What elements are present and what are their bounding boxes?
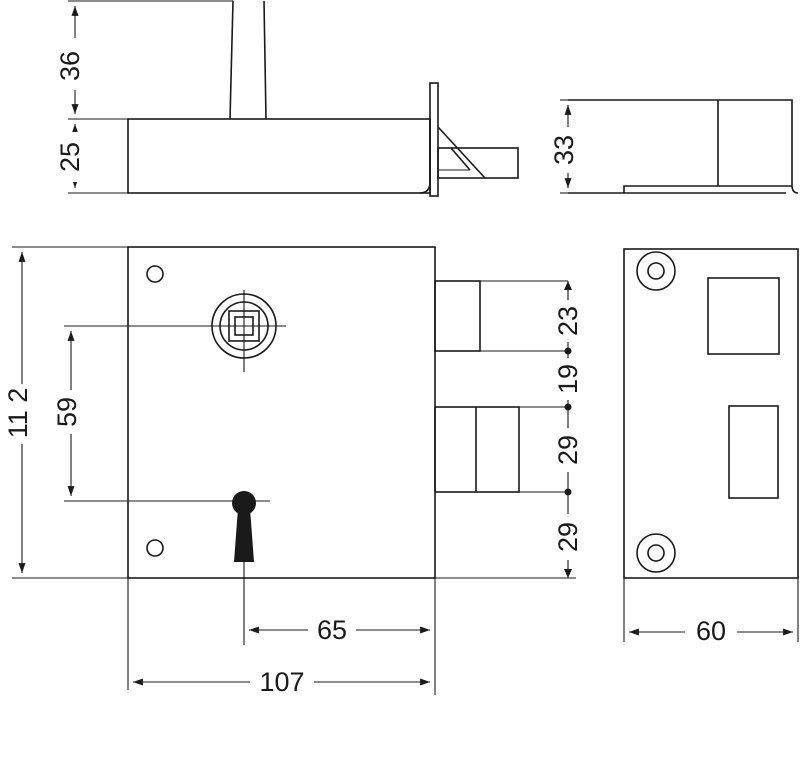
screw-hole-top [146,265,164,283]
dim-gap-65 [308,614,356,646]
top-view-post [229,0,267,120]
dim-gap-29a [553,428,583,472]
lower-bolt-ext [435,406,576,579]
top-side-view: 33 [549,99,799,194]
top-side-base [623,185,792,193]
dim-label-59: 59 [52,397,82,427]
side-screw-bottom-outer [636,533,676,573]
top-view: 36 25 [55,0,519,197]
dim-label-29a: 29 [553,435,583,465]
spindle-centerline [208,290,286,372]
side-upper-bolt-opening [707,277,780,355]
keyhole-icon [232,491,256,562]
lower-bolt-body [434,406,520,493]
top-view-latch-bevel [437,126,486,179]
top-view-faceplate-curve [419,119,431,194]
lower-dead-bolt [434,406,576,579]
upper-bolt-ext [480,280,568,352]
dim-label-23: 23 [553,306,583,336]
dim-gap-33 [551,127,583,173]
dim-label-60: 60 [696,616,726,646]
top-view-body [127,118,431,194]
dim-gap-112 [2,384,36,444]
front-bottom-extension-lines [127,578,436,695]
front-left-extension-lines [12,246,218,579]
side-view-body [623,248,799,579]
front-view-body [127,246,436,579]
side-extension-lines [623,578,799,642]
side-lower-bolt-opening [728,405,779,499]
dim-label-107: 107 [259,667,304,697]
dim-gap-107 [250,664,314,698]
side-screw-bottom-inner [647,544,665,562]
dim-arrow-bottom [564,569,572,578]
screw-hole-bottom [146,539,164,557]
upper-latch-bolt [434,280,568,352]
upper-bolt-body [434,280,481,352]
front-view: 11 2 59 23 19 29 29 65 107 [2,246,583,698]
dim-dot-351 [564,347,572,355]
top-view-latch-bolt [437,147,519,179]
top-view-faceplate [429,82,439,197]
dim-gap-23 [553,300,583,342]
top-view-extension-lines [68,0,233,194]
side-screw-top-inner [647,262,665,280]
dim-label-112: 11 2 [3,388,33,439]
dim-gap-60 [685,614,737,648]
dim-arrow-top [564,281,572,290]
dim-label-36: 36 [55,51,85,81]
dim-label-65: 65 [317,615,347,645]
side-view: 60 [623,248,799,648]
keyhole-centerline [218,500,270,645]
side-screw-top-outer [636,251,676,291]
dim-gap-36 [58,38,88,90]
dim-gap-59 [54,390,86,434]
dim-gap-29b [553,514,583,560]
dim-label-19: 19 [553,364,583,394]
dim-gap-19 [553,358,583,400]
top-side-outline [568,99,799,194]
dim-dot-407 [564,403,572,411]
dim-label-25: 25 [55,142,85,172]
dim-dot-492 [564,488,572,496]
dim-label-29b: 29 [553,522,583,552]
dim-label-33: 33 [549,135,579,165]
dim-gap-25 [58,132,88,182]
